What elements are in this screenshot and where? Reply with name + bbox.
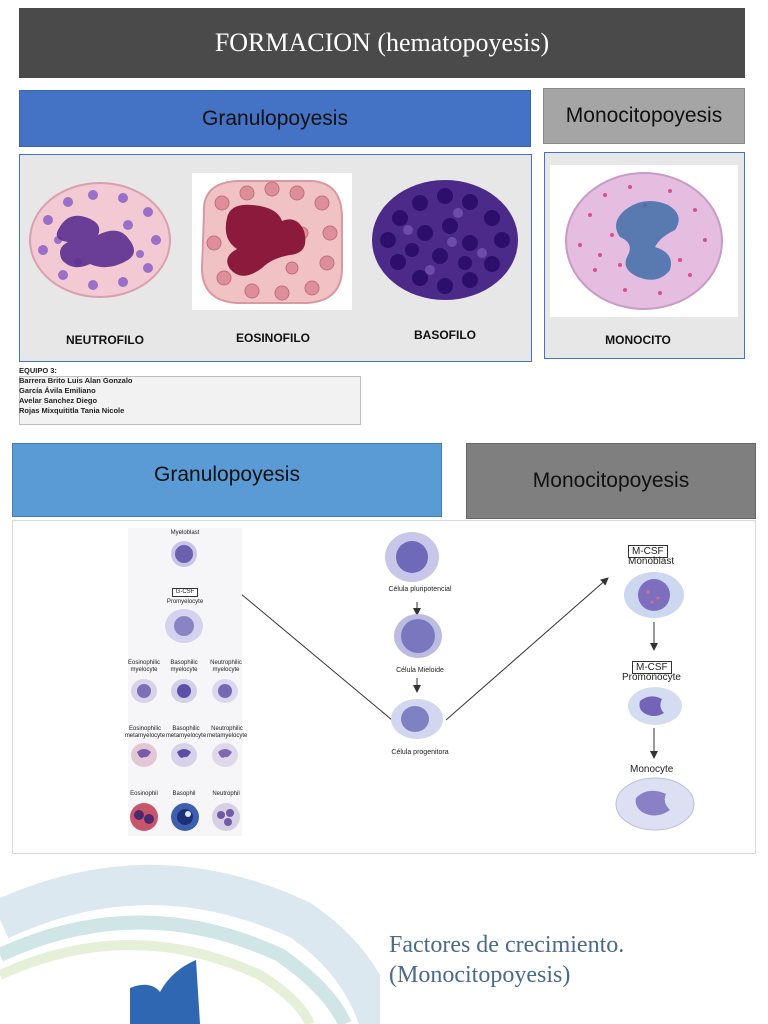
promonocyte-label: Promonocyte — [622, 672, 681, 683]
monoblast-label: Monoblast — [628, 556, 675, 567]
eosinophilic-metamyelocyte-label: Eosinophilic metamyelocyte — [124, 726, 166, 739]
mcsf-label-1: M-CSF — [628, 541, 668, 559]
neutrophil-cell-2 — [212, 803, 240, 831]
eosinophilic-myelocyte-cell — [131, 679, 157, 703]
neutrophil-label-2: Neutrophil — [212, 791, 240, 797]
monocyte-label: MONOCITO — [605, 333, 671, 347]
basophilic-myelocyte-label: Basophilic myelocyte — [170, 660, 198, 673]
monocitopoyesis-header: Monocitopoyesis — [543, 88, 745, 144]
myeloblast-label: Myeloblast — [170, 530, 200, 536]
neutrophilic-myelocyte-cell — [212, 679, 238, 703]
team-member: Avelar Sanchez Diego — [19, 396, 98, 405]
factores-line1: Factores de crecimiento. — [389, 932, 625, 958]
decorative-arcs — [0, 865, 380, 1024]
pluripotent-cell — [385, 532, 439, 582]
promyelocyte-cell — [165, 609, 203, 643]
neutrophilic-myelocyte-label: Neutrophilic myelocyte — [210, 660, 242, 673]
eosinophil-image — [192, 173, 352, 310]
pluripotent-cell-label: Célula pluripotencial — [388, 586, 452, 593]
neutrophil-image — [29, 182, 171, 298]
myeloid-cell — [394, 614, 442, 658]
eosinophil-label: EOSINOFILO — [235, 331, 310, 345]
progenitor-cell — [391, 699, 443, 739]
myeloid-cell-label: Célula Mieloide — [396, 667, 444, 674]
team-list: EQUIPO 3: Barrera Brito Luis Alan Gonzal… — [19, 366, 359, 416]
progenitor-cell-label: Célula progenitora — [391, 749, 449, 756]
team-member: García Ávila Emiliano — [19, 386, 96, 395]
eosinophil-cell-2 — [130, 803, 158, 831]
basophil-label-2: Basophil — [172, 791, 196, 797]
granulopoyesis-header: Granulopoyesis — [19, 90, 531, 147]
basophilic-myelocyte-cell — [171, 679, 197, 703]
eosinophilic-myelocyte-label: Eosinophilic myelocyte — [127, 660, 161, 673]
mcsf-label-2: M-CSF — [632, 657, 672, 675]
basophil-label: BASOFILO — [414, 328, 476, 342]
basophilic-metamyelocyte-label: Basophilic metamyelocyte — [165, 726, 207, 739]
factores-heading: Factores de crecimiento. (Monocitopoyesi… — [389, 930, 624, 990]
neutrophil-label: NEUTROFILO — [66, 333, 144, 347]
team-member: Rojas Mixquititla Tania Nicole — [19, 406, 125, 415]
neutrophilic-metamyelocyte-cell — [212, 743, 238, 767]
eosinophil-label-2: Eosinophil — [130, 791, 158, 797]
team-heading: EQUIPO 3: — [19, 366, 57, 375]
basophil-cell-2 — [171, 803, 199, 831]
monocyte-image — [550, 165, 738, 317]
page-title: FORMACION (hematopoyesis) — [19, 8, 745, 78]
monocyte-cell-2 — [615, 777, 695, 831]
granulopoyesis-header-2: Granulopoyesis — [12, 443, 442, 517]
monoblast-cell — [624, 572, 684, 618]
monocitopoyesis-header-2: Monocitopoyesis — [466, 443, 756, 519]
promonocyte-cell — [628, 687, 682, 725]
myeloblast-cell — [171, 541, 197, 567]
leaf-logo-icon — [130, 960, 200, 1024]
factores-line2: (Monocitopoyesis) — [389, 962, 571, 988]
team-box — [19, 376, 361, 425]
promyelocyte-label: Promyelocyte — [166, 599, 204, 605]
basophil-image — [372, 180, 518, 300]
eosinophilic-metamyelocyte-cell — [131, 743, 157, 767]
basophilic-metamyelocyte-cell — [171, 743, 197, 767]
monocyte-label-2: Monocyte — [630, 764, 674, 775]
team-member: Barrera Brito Luis Alan Gonzalo — [19, 376, 133, 385]
gcsf-label: G-CSF — [172, 588, 198, 597]
neutrophilic-metamyelocyte-label: Neutrophilic metamyelocyte — [207, 726, 248, 739]
